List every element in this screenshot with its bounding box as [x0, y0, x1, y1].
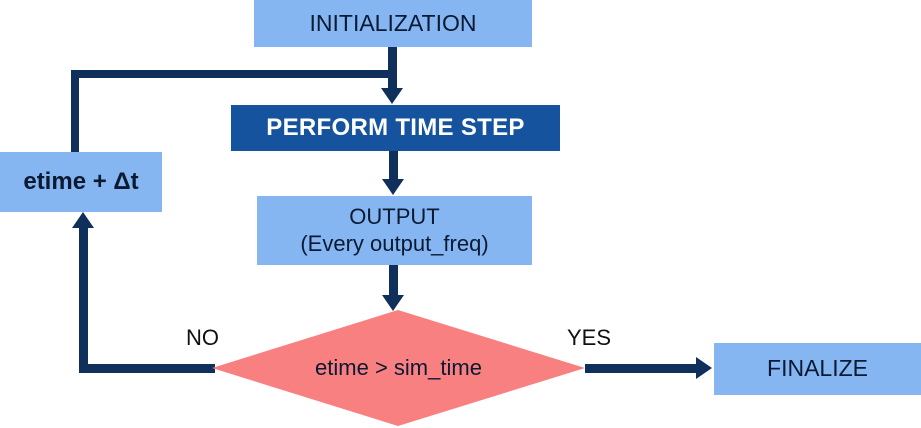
node-output[interactable]: OUTPUT (Every output_freq) [257, 196, 532, 265]
edge-label-no: NO [186, 325, 219, 350]
connector-loopback-left [71, 70, 79, 154]
node-initialization[interactable]: INITIALIZATION [254, 0, 532, 47]
arrowhead-perform-to-output [382, 179, 404, 195]
connector-no-horizontal [79, 364, 215, 373]
connector-yes-horizontal [585, 364, 698, 373]
node-output-label-line2: (Every output_freq) [300, 230, 489, 256]
node-perform-time-step[interactable]: PERFORM TIME STEP [231, 105, 560, 151]
node-finalize[interactable]: FINALIZE [714, 343, 921, 395]
arrowhead-init-to-perform [381, 88, 403, 104]
node-increment-etime-label: etime + Δt [23, 167, 139, 195]
node-decision[interactable]: etime > sim_time [212, 310, 585, 428]
node-perform-time-step-label: PERFORM TIME STEP [266, 113, 525, 141]
arrowhead-yes-to-finalize [696, 357, 712, 379]
node-finalize-label: FINALIZE [767, 355, 868, 382]
node-increment-etime[interactable]: etime + Δt [0, 152, 162, 212]
arrowhead-output-to-decision [382, 295, 404, 311]
connector-output-to-decision [389, 265, 398, 299]
edge-label-yes: YES [567, 325, 612, 350]
connector-no-vertical [79, 228, 88, 373]
node-output-label-line1: OUTPUT [349, 203, 440, 229]
node-initialization-label: INITIALIZATION [309, 9, 477, 36]
connector-init-to-perform [388, 47, 397, 90]
decision-diamond-shape [212, 310, 585, 426]
connector-loopback-top [71, 70, 393, 78]
arrowhead-no-to-increment [72, 212, 94, 228]
connector-perform-to-output [389, 151, 398, 181]
